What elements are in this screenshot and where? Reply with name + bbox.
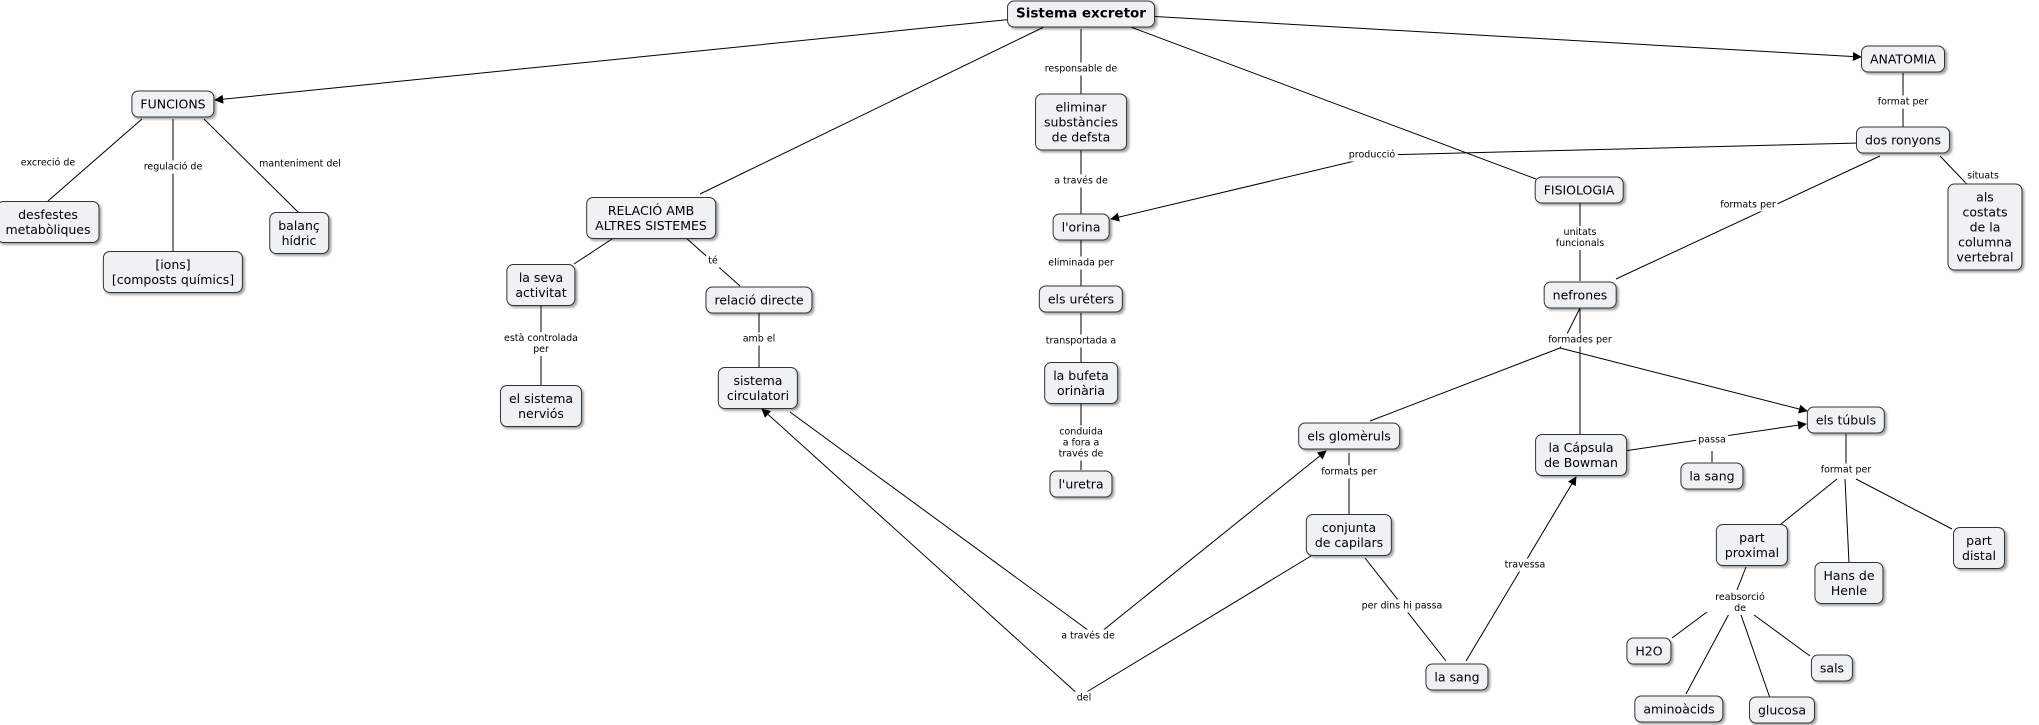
concept-part-proximal[interactable]: part proximal — [1715, 524, 1789, 566]
concept-sistema-circulatori[interactable]: sistema circulatori — [717, 367, 799, 409]
concept-funcions[interactable]: FUNCIONS — [131, 90, 215, 118]
link-label-controlada: està controlada per — [502, 332, 580, 356]
concept-balanc[interactable]: balanç hídric — [269, 212, 329, 254]
link-label-amb-el: amb el — [740, 332, 778, 346]
link-label-format-per: format per — [1875, 95, 1931, 109]
concept-glucosa[interactable]: glucosa — [1748, 696, 1816, 724]
concept-relacio[interactable]: RELACIÓ AMB ALTRES SISTEMES — [586, 197, 716, 239]
link-label-travessa: travessa — [1502, 558, 1548, 572]
link-label-a-traves-bottom: a través de — [1059, 629, 1117, 643]
link-label-passa: passa — [1696, 433, 1728, 447]
link-label-per-dins: per dins hi passa — [1359, 599, 1445, 613]
concept-sals[interactable]: sals — [1810, 654, 1854, 682]
link-label-situats: situats — [1965, 169, 2001, 183]
concept-aminoacids[interactable]: aminoàcids — [1634, 695, 1724, 723]
concept-bufeta[interactable]: la bufeta orinària — [1044, 362, 1118, 404]
link-label-eliminada: eliminada per — [1046, 256, 1116, 270]
concept-orina[interactable]: l'orina — [1052, 213, 1110, 241]
concept-sang-bottom[interactable]: la sang — [1425, 663, 1489, 691]
link-label-del: del — [1074, 691, 1094, 705]
concept-fisiologia[interactable]: FISIOLOGIA — [1534, 176, 1624, 204]
link-label-formats-per-glom: formats per — [1319, 465, 1379, 479]
concept-conjunta-capilars[interactable]: conjunta de capilars — [1305, 514, 1393, 556]
concept-als-costats[interactable]: als costats de la columna vertebral — [1947, 183, 2023, 271]
concept-dos-ronyons[interactable]: dos ronyons — [1856, 126, 1950, 154]
concept-part-distal[interactable]: part distal — [1953, 527, 2005, 569]
concept-glomeruls[interactable]: els glomèruls — [1298, 422, 1400, 450]
link-label-excrecio: excreció de — [18, 156, 78, 170]
concept-desfestes[interactable]: desfestes metabòliques — [0, 201, 100, 243]
link-label-transportada: transportada a — [1043, 334, 1119, 348]
concept-h2o[interactable]: H2O — [1626, 637, 1672, 665]
concept-capsula[interactable]: la Cápsula de Bowman — [1535, 434, 1627, 476]
link-label-manteniment: manteniment del — [257, 157, 343, 171]
concept-sistema-excretor[interactable]: Sistema excretor — [1007, 0, 1155, 28]
link-label-formades-per: formades per — [1546, 333, 1614, 347]
concept-relacio-directe[interactable]: relació directe — [705, 286, 813, 314]
concept-sang-passa[interactable]: la sang — [1680, 462, 1744, 490]
link-label-format-per-tubuls: format per — [1818, 463, 1874, 477]
concept-sistema-nervios[interactable]: el sistema nerviós — [499, 385, 583, 427]
link-label-responsable: responsable de — [1042, 62, 1120, 76]
concept-hans-henle[interactable]: Hans de Henle — [1814, 562, 1884, 604]
concept-tubuls[interactable]: els túbuls — [1806, 406, 1886, 434]
link-label-produccio: producció — [1346, 148, 1398, 162]
link-label-a-traves: a través de — [1052, 174, 1110, 188]
link-label-unitats: unitats funcionals — [1553, 226, 1607, 250]
link-label-conduida: conduida a fora a través de — [1056, 425, 1106, 461]
link-label-regulacio: regulació de — [141, 160, 205, 174]
link-label-te: té — [706, 254, 720, 268]
concept-uretra[interactable]: l'uretra — [1049, 470, 1113, 498]
link-label-formats-per: formats per — [1718, 198, 1778, 212]
link-label-reabsorcio: reabsorció de — [1713, 591, 1767, 615]
concept-nefrones[interactable]: nefrones — [1543, 281, 1617, 309]
concept-ions[interactable]: [ions] [composts químics] — [102, 251, 244, 293]
concept-eliminar[interactable]: eliminar substàncies de defsta — [1035, 93, 1127, 151]
concept-ureters[interactable]: els uréters — [1038, 285, 1124, 313]
concept-seva-activitat[interactable]: la seva activitat — [506, 264, 576, 306]
concept-anatomia[interactable]: ANATOMIA — [1861, 45, 1945, 73]
